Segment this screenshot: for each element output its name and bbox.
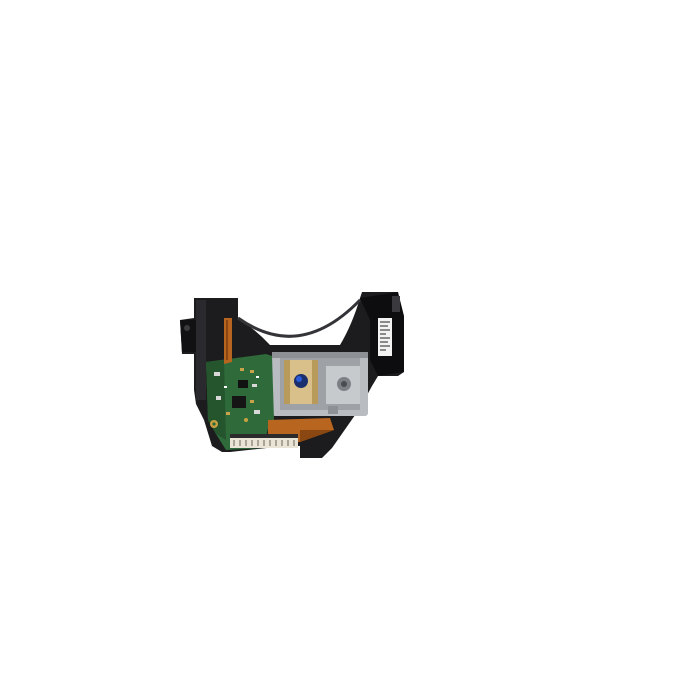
- barcode-lines: [380, 321, 390, 351]
- housing-right-clip: [392, 296, 400, 312]
- connector-latch: [230, 434, 298, 438]
- actuator-coil-right: [312, 360, 318, 404]
- actuator-coil-left: [284, 360, 290, 404]
- lens-sled-rail: [272, 352, 368, 358]
- housing-arc: [237, 298, 362, 338]
- mounting-hole: [184, 325, 190, 331]
- flex-cable-lower-shade: [300, 430, 334, 442]
- pcb-components: [210, 368, 260, 428]
- housing-left-rail: [196, 300, 206, 400]
- sled-bracket-hole-inner: [341, 381, 347, 387]
- housing-left-ear: [180, 320, 196, 352]
- sled-screw: [328, 406, 338, 414]
- objective-lens-glint: [296, 376, 302, 382]
- connector-pins: [233, 440, 295, 446]
- flex-cable-trace: [226, 320, 228, 360]
